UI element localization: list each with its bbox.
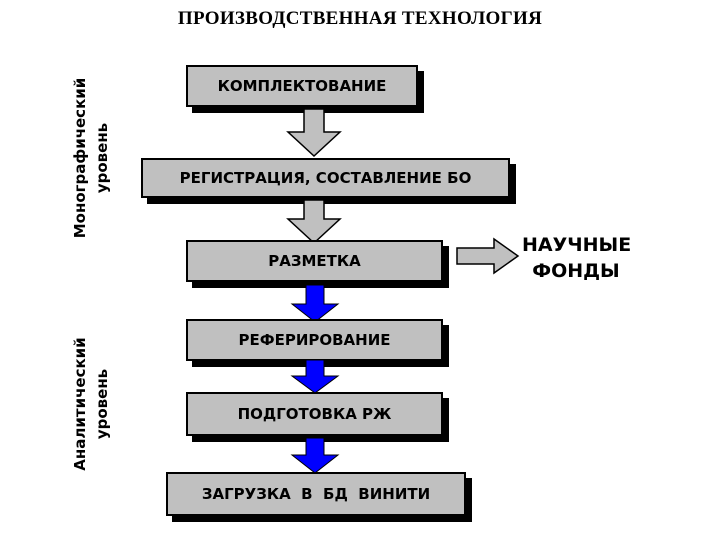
- level-label-monographic: Монографический уровень: [69, 58, 113, 258]
- gray-down-arrow-1: [286, 108, 342, 158]
- step-box-acquisition: КОМПЛЕКТОВАНИЕ: [186, 65, 418, 107]
- gray-down-arrow-2-shape: [286, 199, 342, 245]
- blue-down-arrow-2: [290, 359, 340, 394]
- level-label-monographic-line2: уровень: [93, 122, 111, 194]
- page-title: ПРОИЗВОДСТВЕННАЯ ТЕХНОЛОГИЯ: [177, 8, 543, 29]
- blue-down-arrow-3-shape: [290, 437, 340, 474]
- gray-down-arrow-1-shape: [286, 108, 342, 158]
- output-label-line1: НАУЧНЫЕ: [522, 234, 632, 256]
- level-label-analytic-line1: Аналитический: [71, 337, 89, 471]
- blue-down-arrow-3: [290, 437, 340, 474]
- blue-down-arrow-2-shape: [290, 359, 340, 394]
- step-box-registration: РЕГИСТРАЦИЯ, СОСТАВЛЕНИЕ БО: [141, 158, 510, 198]
- output-label-line2: ФОНДЫ: [532, 260, 620, 282]
- gray-right-arrow-shape: [456, 237, 520, 275]
- output-label-scientific-funds: НАУЧНЫЕ ФОНДЫ: [522, 232, 632, 284]
- step-box-journal-preparation: ПОДГОТОВКА РЖ: [186, 392, 443, 436]
- level-label-analytic-line2: уровень: [93, 368, 111, 440]
- blue-down-arrow-1-shape: [290, 284, 340, 323]
- step-box-markup: РАЗМЕТКА: [186, 240, 443, 282]
- step-box-database-load: ЗАГРУЗКА В БД ВИНИТИ: [166, 472, 466, 516]
- gray-right-arrow: [456, 237, 520, 275]
- blue-down-arrow-1: [290, 284, 340, 323]
- level-label-monographic-line1: Монографический: [71, 77, 89, 239]
- gray-down-arrow-2: [286, 199, 342, 245]
- level-label-analytic: Аналитический уровень: [69, 314, 113, 494]
- step-box-abstracting: РЕФЕРИРОВАНИЕ: [186, 319, 443, 361]
